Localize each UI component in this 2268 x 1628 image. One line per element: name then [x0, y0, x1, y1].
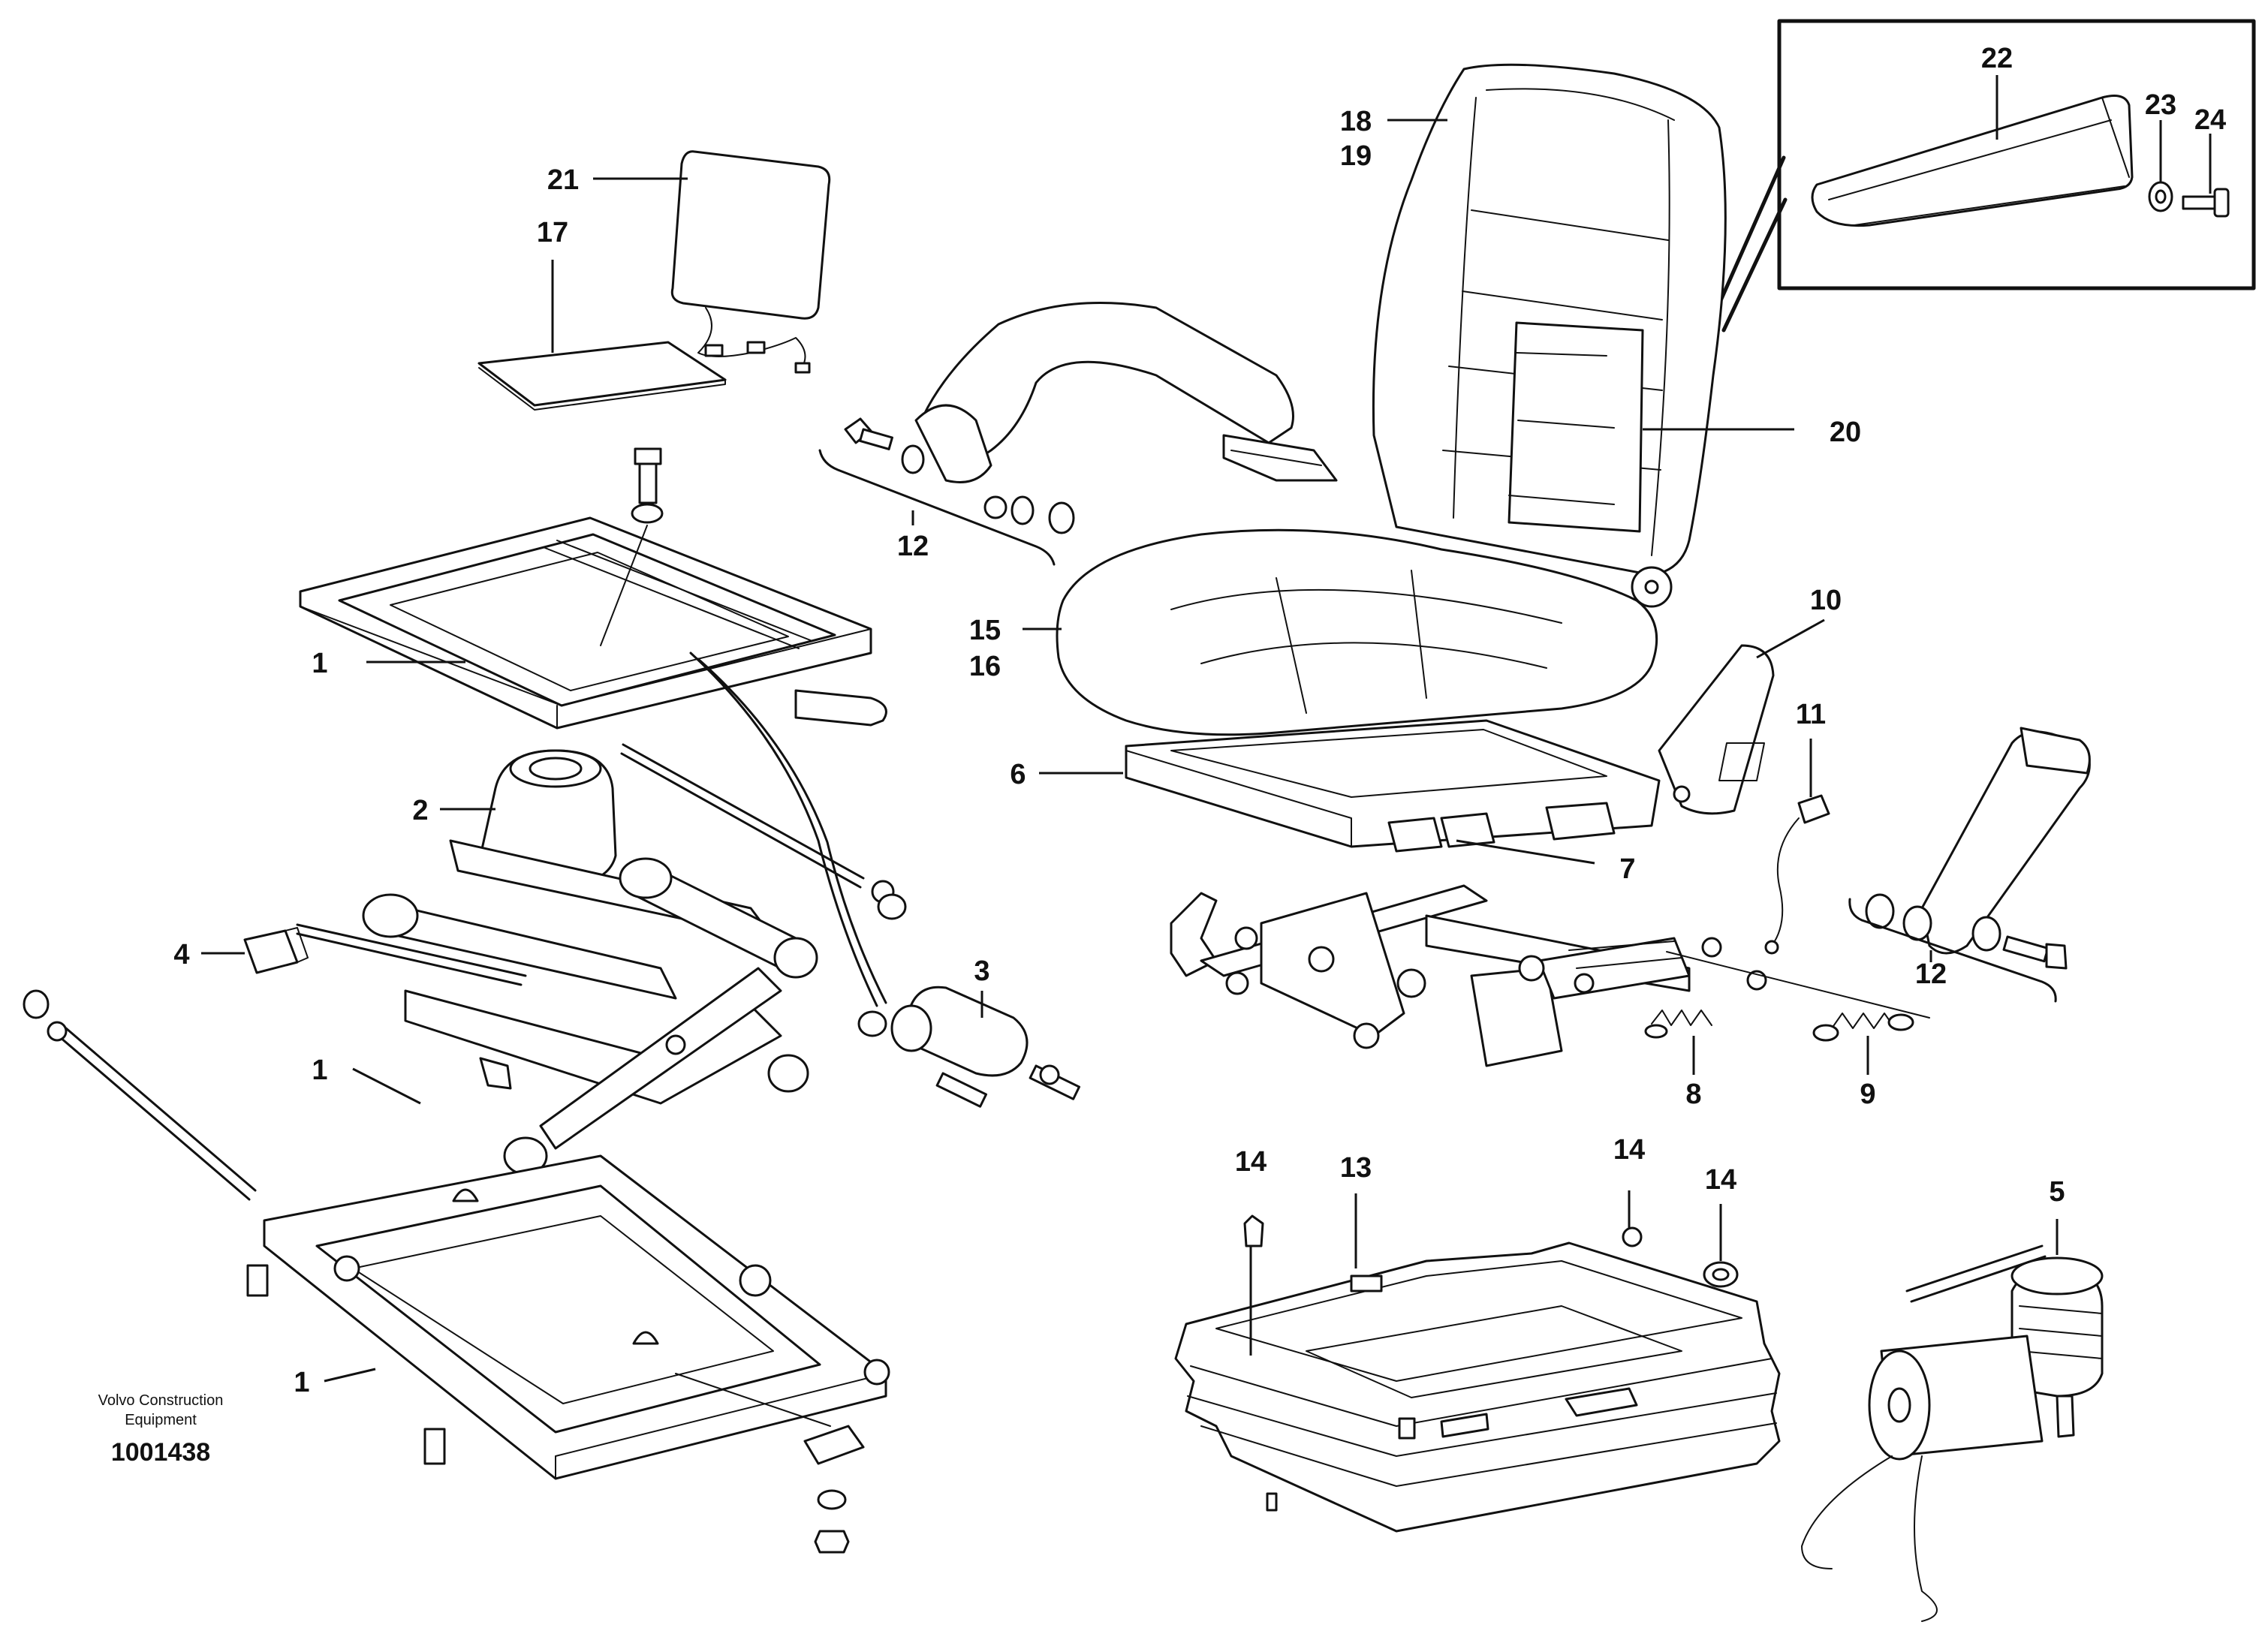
part-label-1-mid: 1	[312, 1055, 327, 1086]
part-label-4: 4	[173, 939, 189, 970]
part-label-18: 18	[1340, 106, 1372, 137]
part-label-16: 16	[969, 651, 1001, 682]
leader-7	[1456, 839, 1595, 865]
part-label-1-bottom: 1	[294, 1367, 309, 1398]
air-compressor	[1801, 1219, 2104, 1622]
part-label-22: 22	[1981, 43, 2013, 74]
seatbelt-retractor	[818, 302, 1338, 566]
drawing-number: 1001438	[111, 1438, 210, 1467]
part-label-13: 13	[1340, 1152, 1372, 1184]
part-label-14-left: 14	[1235, 1146, 1267, 1178]
part-label-17: 17	[537, 217, 568, 248]
seat-adjust-linkage	[1170, 884, 1930, 1075]
small-switch	[1764, 739, 1830, 955]
part-label-11: 11	[1796, 699, 1826, 730]
scissor-suspension	[352, 839, 818, 1175]
part-label-12-right: 12	[1915, 958, 1947, 990]
part-label-8: 8	[1685, 1079, 1701, 1110]
part-label-24: 24	[2194, 104, 2226, 136]
part-label-12-left: 12	[897, 531, 929, 562]
part-label-14-mid: 14	[1613, 1134, 1645, 1166]
bump-stop	[440, 749, 617, 887]
leader-1-bottom	[324, 1368, 376, 1383]
part-label-15: 15	[969, 615, 1001, 646]
seat-pan-frame	[1039, 618, 1825, 865]
leader-10	[1756, 618, 1825, 659]
seatbelt-buckle	[1848, 727, 2091, 1003]
height-switch	[201, 923, 527, 986]
drawing-caption: Volvo Construction Equipment 1001438	[98, 1392, 224, 1467]
part-labels: 21 17 18 19 22 23 24 20 12 15 16 10 11 6…	[173, 43, 2226, 1398]
part-label-3: 3	[974, 955, 989, 987]
part-label-9: 9	[1860, 1079, 1875, 1110]
lower-base-frame	[246, 1154, 890, 1554]
cables-and-rods	[23, 652, 907, 1201]
upper-slide-frame	[299, 447, 887, 730]
part-label-10: 10	[1810, 585, 1842, 616]
part-label-19: 19	[1340, 140, 1372, 172]
part-label-20: 20	[1830, 417, 1861, 448]
part-label-23: 23	[2145, 89, 2176, 121]
part-label-1-top: 1	[312, 648, 327, 679]
caption-company-line2: Equipment	[125, 1412, 197, 1428]
damper	[857, 986, 1081, 1108]
part-label-2: 2	[412, 795, 428, 826]
leader-1-mid	[352, 1067, 421, 1105]
armrest-detail-inset	[1708, 19, 2256, 333]
part-label-6: 6	[1010, 759, 1026, 790]
caption-company-line1: Volvo Construction	[98, 1392, 224, 1409]
part-label-7: 7	[1619, 853, 1635, 885]
part-label-21: 21	[547, 164, 579, 196]
bellows-base	[1174, 1190, 1781, 1533]
seat-heater-assembly	[477, 150, 831, 411]
part-label-14-right: 14	[1705, 1164, 1736, 1196]
part-label-5: 5	[2049, 1176, 2065, 1208]
seat-cushion	[1023, 528, 1658, 736]
seat-backrest	[1372, 63, 1794, 608]
